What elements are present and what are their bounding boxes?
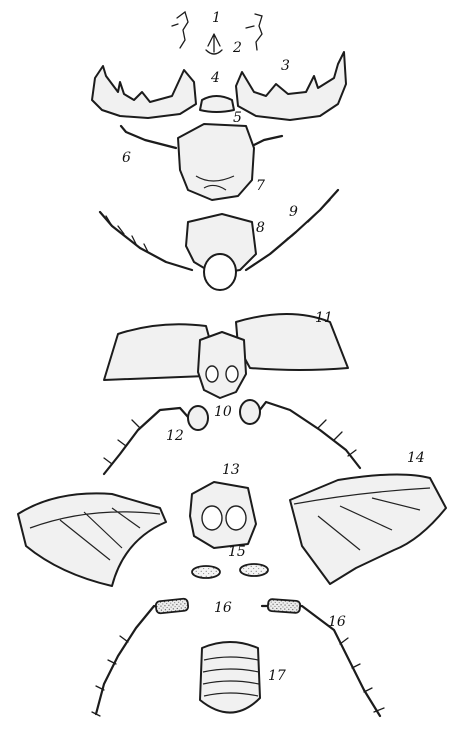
label-4: 4 — [210, 70, 220, 86]
labrum — [200, 96, 234, 112]
label-16-right: 16 — [328, 614, 346, 630]
head-capsule — [178, 124, 254, 200]
maxilla-right — [246, 14, 262, 50]
labium — [206, 34, 222, 54]
label-3: 3 — [281, 58, 290, 74]
antenna-right — [252, 136, 282, 146]
label-2: 2 — [232, 40, 242, 56]
mandible-right — [236, 52, 346, 120]
hindleg-left — [96, 606, 186, 714]
midleg-right — [252, 402, 360, 468]
sclerite-right — [240, 564, 268, 576]
label-10: 10 — [214, 404, 232, 420]
label-9: 9 — [289, 204, 298, 220]
hindwing-left — [18, 493, 166, 586]
label-5: 5 — [233, 110, 242, 126]
label-17: 17 — [268, 668, 286, 684]
label-11: 11 — [315, 310, 333, 326]
hindwing-right — [290, 474, 446, 584]
foreleg-left — [100, 212, 192, 270]
maxilla-left — [172, 12, 188, 48]
label-6: 6 — [122, 150, 131, 166]
mandible-left — [92, 66, 196, 118]
abdomen — [200, 642, 260, 713]
label-12: 12 — [166, 428, 184, 444]
mesothorax — [198, 332, 246, 398]
hindleg-right — [262, 606, 380, 716]
prothorax-foramen — [204, 254, 236, 290]
antenna-left — [121, 126, 176, 148]
elytron-left — [104, 324, 212, 380]
label-14: 14 — [407, 450, 425, 466]
label-7: 7 — [256, 178, 265, 194]
label-8: 8 — [256, 220, 265, 236]
sclerite-left — [192, 566, 220, 578]
label-15: 15 — [228, 544, 246, 560]
label-16-left: 16 — [214, 600, 232, 616]
label-13: 13 — [222, 462, 240, 478]
label-1: 1 — [212, 10, 221, 26]
